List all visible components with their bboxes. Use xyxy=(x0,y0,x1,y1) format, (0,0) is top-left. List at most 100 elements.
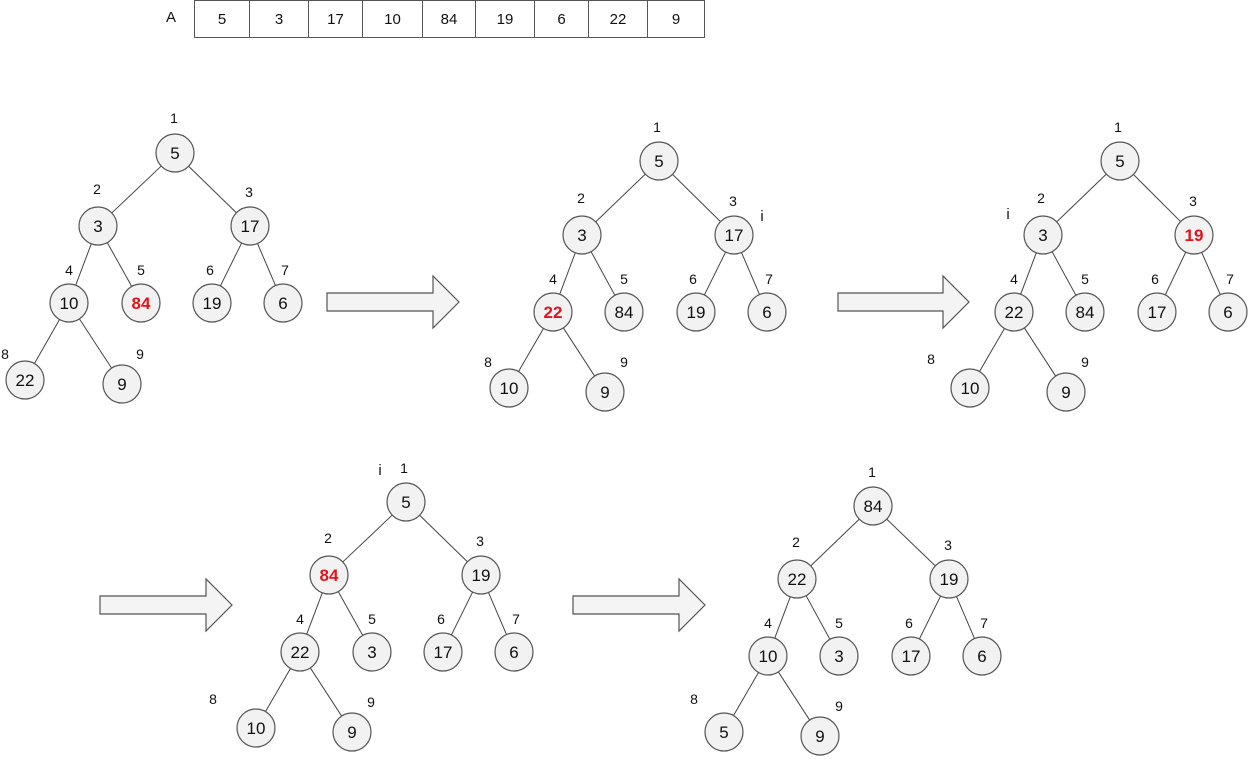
node-index-label: 1 xyxy=(1114,119,1122,135)
tree-edge xyxy=(488,592,507,635)
node-index-label: 9 xyxy=(835,698,843,714)
node-index-label: 1 xyxy=(400,460,408,476)
tree-edge xyxy=(805,595,831,640)
tree-edge xyxy=(342,514,393,563)
tree-node-value: 19 xyxy=(203,294,222,313)
tree-node-value: 84 xyxy=(615,303,634,322)
tree-node-value: 3 xyxy=(577,226,586,245)
tree-edge xyxy=(78,318,113,369)
highlighted-node-value: 22 xyxy=(544,303,563,322)
node-index-label: 3 xyxy=(476,533,484,549)
tree-edge xyxy=(979,328,1005,372)
node-index-label: 8 xyxy=(927,351,935,367)
node-index-label: 3 xyxy=(1189,193,1197,209)
tree-edge xyxy=(1056,173,1107,223)
tree-node-circle xyxy=(1137,292,1177,332)
node-index-label: 3 xyxy=(729,193,737,209)
tree-node-value: 19 xyxy=(940,570,959,589)
tree-node-value: 9 xyxy=(815,727,824,746)
i-pointer-marker: i xyxy=(1006,206,1009,223)
tree-edge xyxy=(918,595,942,640)
tree-edge xyxy=(306,592,323,635)
tree-edge xyxy=(741,252,760,295)
node-index-label: 7 xyxy=(980,615,988,631)
tree-edge xyxy=(309,667,343,717)
tree-edge xyxy=(1020,252,1037,295)
tree-edge xyxy=(1023,327,1057,377)
tree-edge xyxy=(774,596,791,639)
array-cell: 3 xyxy=(250,1,309,37)
node-index-label: 2 xyxy=(792,534,800,550)
tree-node-circle xyxy=(489,368,529,408)
node-index-label: 7 xyxy=(512,611,520,627)
tree-node-circle xyxy=(1100,141,1140,181)
node-index-label: 5 xyxy=(1081,271,1089,287)
tree-node-circle xyxy=(533,292,573,332)
node-index-label: 2 xyxy=(577,190,585,206)
node-index-label: 1 xyxy=(868,464,876,480)
tree-edge xyxy=(703,251,727,296)
tree-node-value: 3 xyxy=(834,647,843,666)
node-index-label: 6 xyxy=(1151,271,1159,287)
node-index-label: 6 xyxy=(206,262,214,278)
array-cell: 84 xyxy=(423,1,476,37)
tree-edge xyxy=(219,242,243,287)
node-index-label: 8 xyxy=(690,691,698,707)
tree-edge xyxy=(33,319,61,364)
tree-edge xyxy=(810,518,860,567)
tree-node-value: 10 xyxy=(247,719,266,738)
tree-node-value: 17 xyxy=(434,643,453,662)
tree-node-value: 22 xyxy=(291,643,310,662)
node-index-label: 8 xyxy=(484,354,492,370)
array-cell: 5 xyxy=(195,1,250,37)
tree-node-value: 3 xyxy=(367,643,376,662)
i-pointer-marker: i xyxy=(760,208,763,225)
tree-node-circle xyxy=(800,716,840,756)
transition-arrow-icon xyxy=(99,577,233,633)
tree-node-circle xyxy=(332,712,372,752)
node-index-label: 8 xyxy=(209,691,217,707)
tree-node-value: 17 xyxy=(725,226,744,245)
tree-node-circle xyxy=(748,636,788,676)
tree-node-value: 9 xyxy=(117,375,126,394)
tree-node-circle xyxy=(1174,215,1214,255)
tree-edge xyxy=(257,243,276,286)
highlighted-node-value: 19 xyxy=(1185,226,1204,245)
tree-edge xyxy=(672,173,721,223)
node-index-label: 9 xyxy=(367,694,375,710)
array-cell: 10 xyxy=(363,1,423,37)
tree-node-value: 6 xyxy=(509,643,518,662)
tree-node-circle xyxy=(891,636,931,676)
node-index-label: 4 xyxy=(65,262,73,278)
tree-node-value: 6 xyxy=(977,647,986,666)
node-index-label: 4 xyxy=(549,271,557,287)
node-index-label: 7 xyxy=(765,271,773,287)
tree-node-value: 19 xyxy=(687,303,706,322)
tree-node-circle xyxy=(352,632,392,672)
tree-node-circle xyxy=(230,206,270,246)
tree-node-circle xyxy=(1023,215,1063,255)
tree-node-circle xyxy=(49,283,89,323)
tree-node-circle xyxy=(423,632,463,672)
node-index-label: 9 xyxy=(620,354,628,370)
i-pointer-marker: i xyxy=(378,462,381,479)
tree-edge xyxy=(450,591,474,636)
array-cell: 9 xyxy=(671,10,681,28)
node-index-label: 5 xyxy=(368,611,376,627)
tree-edge xyxy=(518,328,544,372)
highlighted-node-value: 84 xyxy=(132,294,151,313)
tree-edge xyxy=(733,672,759,716)
tree-node-value: 5 xyxy=(401,493,410,512)
tree-node-value: 10 xyxy=(60,294,79,313)
node-index-label: 2 xyxy=(324,530,332,546)
node-index-label: 6 xyxy=(437,611,445,627)
tree-edge xyxy=(1201,252,1221,295)
tree-node-value: 22 xyxy=(16,371,35,390)
tree-node-circle xyxy=(1208,292,1248,332)
tree-node-value: 22 xyxy=(788,570,807,589)
tree-node-circle xyxy=(819,636,859,676)
